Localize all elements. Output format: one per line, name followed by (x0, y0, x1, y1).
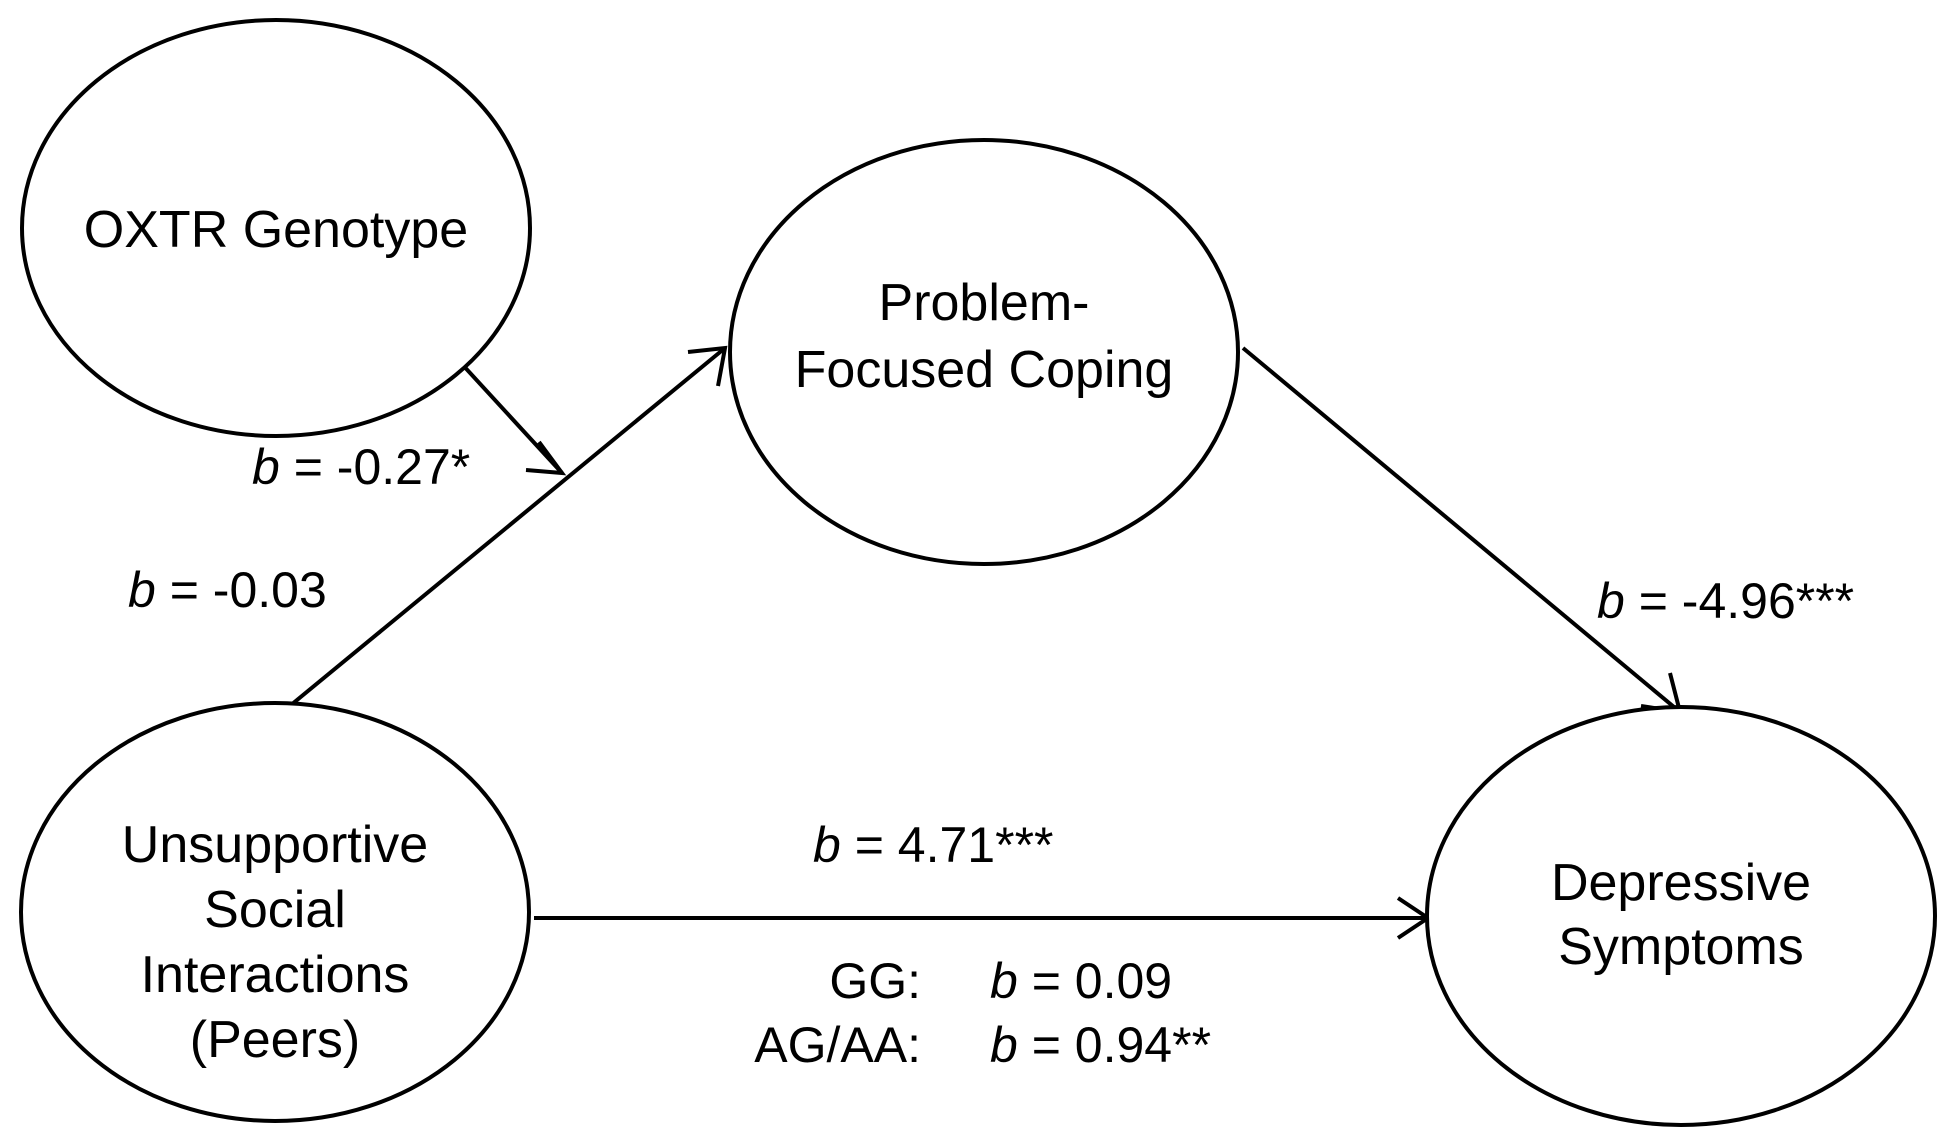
node-problem-focused-coping: Problem- Focused Coping (728, 138, 1240, 566)
coef-coping-to-depressive-value: = -4.96*** (1625, 573, 1854, 629)
coef-coping-to-depressive: b = -4.96*** (1597, 573, 1854, 629)
conditional-effect-gg-value: = 0.09 (1018, 953, 1172, 1009)
coef-unsupportive-to-depressive-value: = 4.71*** (841, 817, 1054, 873)
coef-coping-to-depressive-var: b (1597, 573, 1625, 629)
coef-unsupportive-to-depressive: b = 4.71*** (813, 817, 1053, 873)
node-oxtr-genotype: OXTR Genotype (20, 18, 532, 438)
conditional-group-ag-aa: AG/AA: (754, 1017, 921, 1073)
conditional-effect-gg: b = 0.09 (990, 953, 1172, 1009)
coef-oxtr-moderation-var: b (252, 439, 280, 495)
node-unsupportive-shape (19, 701, 531, 1123)
conditional-effect-ag-aa-value: = 0.94** (1018, 1017, 1211, 1073)
coef-oxtr-moderation-value: = -0.27* (280, 439, 470, 495)
node-unsupportive-label-line2: Social (204, 881, 346, 939)
node-oxtr-genotype-shape (20, 18, 532, 438)
node-coping-label-line1: Problem- (879, 274, 1090, 332)
coef-unsupportive-to-coping-value: = -0.03 (156, 562, 327, 618)
arrow-coping-to-depressive (1241, 346, 1682, 714)
node-unsupportive-label-line1: Unsupportive (122, 816, 428, 874)
node-depressive-shape (1425, 705, 1937, 1127)
node-problem-focused-coping-shape (728, 138, 1240, 566)
node-coping-label-line2: Focused Coping (795, 341, 1174, 399)
node-unsupportive-social-interactions: Unsupportive Social Interactions (Peers) (19, 701, 531, 1123)
coef-unsupportive-to-depressive-var: b (813, 817, 841, 873)
conditional-effect-gg-var: b (990, 953, 1018, 1009)
conditional-group-gg: GG: (829, 953, 921, 1009)
node-oxtr-genotype-label: OXTR Genotype (84, 201, 468, 259)
node-unsupportive-label-line4: (Peers) (190, 1011, 360, 1069)
arrowhead-unsupportive-to-coping (687, 345, 728, 387)
arrow-oxtr-moderation (458, 360, 564, 475)
node-depressive-label-line1: Depressive (1551, 854, 1811, 912)
node-depressive-label-line2: Symptoms (1558, 918, 1804, 976)
arrowhead-oxtr-moderation (525, 440, 567, 476)
coef-unsupportive-to-coping: b = -0.03 (128, 562, 327, 618)
coef-oxtr-moderation: b = -0.27* (252, 439, 470, 495)
coef-unsupportive-to-coping-var: b (128, 562, 156, 618)
node-unsupportive-label-line3: Interactions (141, 946, 410, 1004)
conditional-effect-ag-aa: b = 0.94** (990, 1017, 1211, 1073)
arrow-unsupportive-to-coping (278, 346, 727, 716)
conditional-effect-ag-aa-var: b (990, 1017, 1018, 1073)
node-depressive-symptoms: Depressive Symptoms (1425, 705, 1937, 1127)
